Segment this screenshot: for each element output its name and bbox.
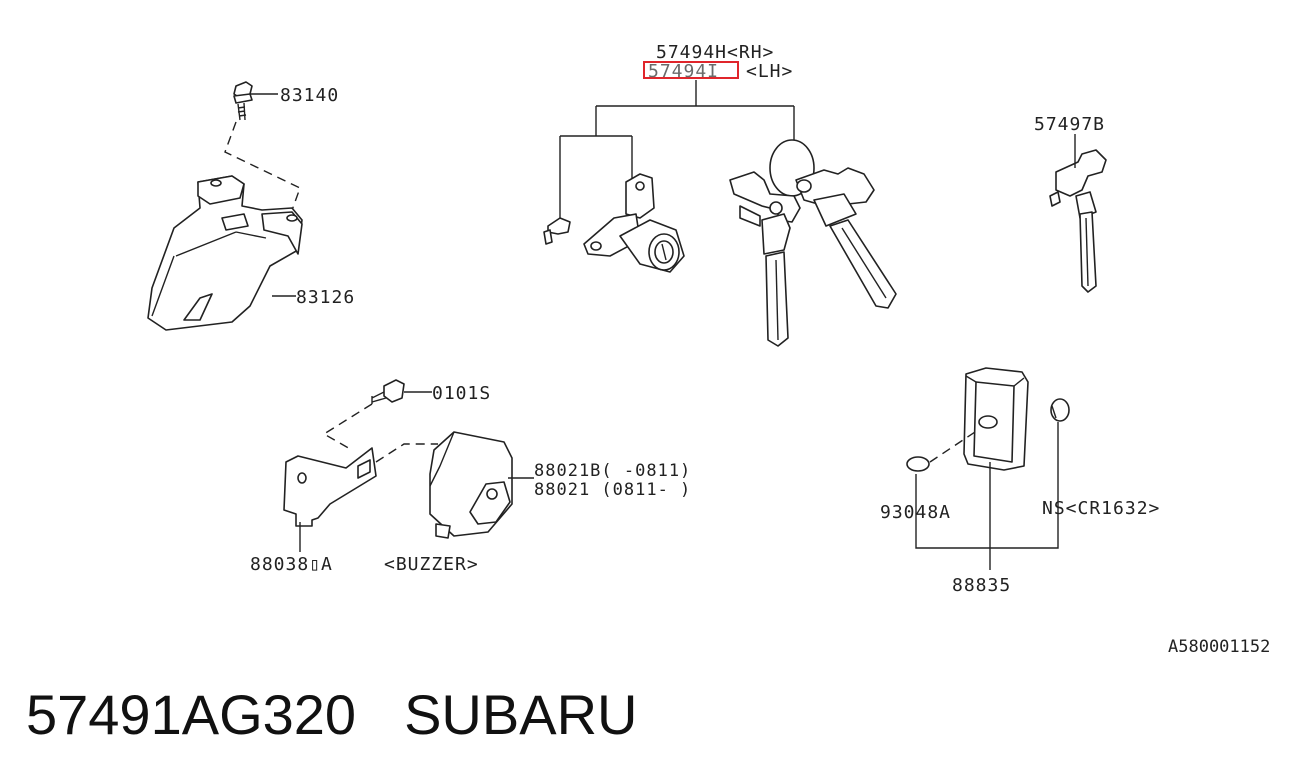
label-83126: 83126: [296, 287, 355, 308]
label-93048a: 93048A: [880, 502, 951, 523]
label-ns-cr1632: NS<CR1632>: [1042, 498, 1160, 519]
footer-title: 57491AG320 SUBARU: [26, 682, 637, 747]
label-0101s: 0101S: [432, 383, 491, 404]
tree-lines-lock-set: [559, 80, 795, 222]
bolt-83140: [233, 81, 253, 121]
dash-0101s: [322, 403, 373, 451]
brand-name: SUBARU: [404, 683, 638, 746]
cover-93048a: [906, 456, 930, 472]
clip-part: [543, 217, 571, 245]
label-57497b: 57497B: [1034, 114, 1105, 135]
buzzer-88021: [429, 431, 513, 539]
dash-bracket-buzzer: [375, 443, 438, 463]
bracket-88038: [283, 447, 377, 527]
label-88021b: 88021B( -0811): [534, 461, 691, 481]
highlight-box: [643, 61, 739, 79]
key-57497b: [1049, 149, 1107, 293]
label-57494h-rh: 57494H<RH>: [656, 42, 774, 63]
label-83140: 83140: [280, 85, 339, 106]
bolt-0101s: [371, 379, 405, 404]
dash-93048a: [929, 429, 979, 463]
label-57494i-highlighted: 57494I: [648, 61, 719, 82]
dash-83140: [224, 121, 301, 217]
tree-lines-88835: [915, 422, 1059, 570]
ignition-key-blade: [795, 167, 897, 309]
ignition-lock-body: [729, 139, 815, 347]
housing-83126: [147, 175, 303, 331]
diagram-reference-code: A580001152: [1168, 637, 1270, 657]
door-lock-cylinder: [583, 173, 685, 273]
label-88021: 88021 (0811- ): [534, 480, 691, 500]
battery-cr1632: [1050, 398, 1070, 422]
part-number: 57491AG320: [26, 683, 357, 746]
label-88835: 88835: [952, 575, 1011, 596]
transmitter-88835: [963, 367, 1029, 471]
label-buzzer: <BUZZER>: [384, 554, 479, 575]
label-88038a: 88038▯A: [250, 554, 333, 575]
label-lh: <LH>: [746, 61, 793, 82]
